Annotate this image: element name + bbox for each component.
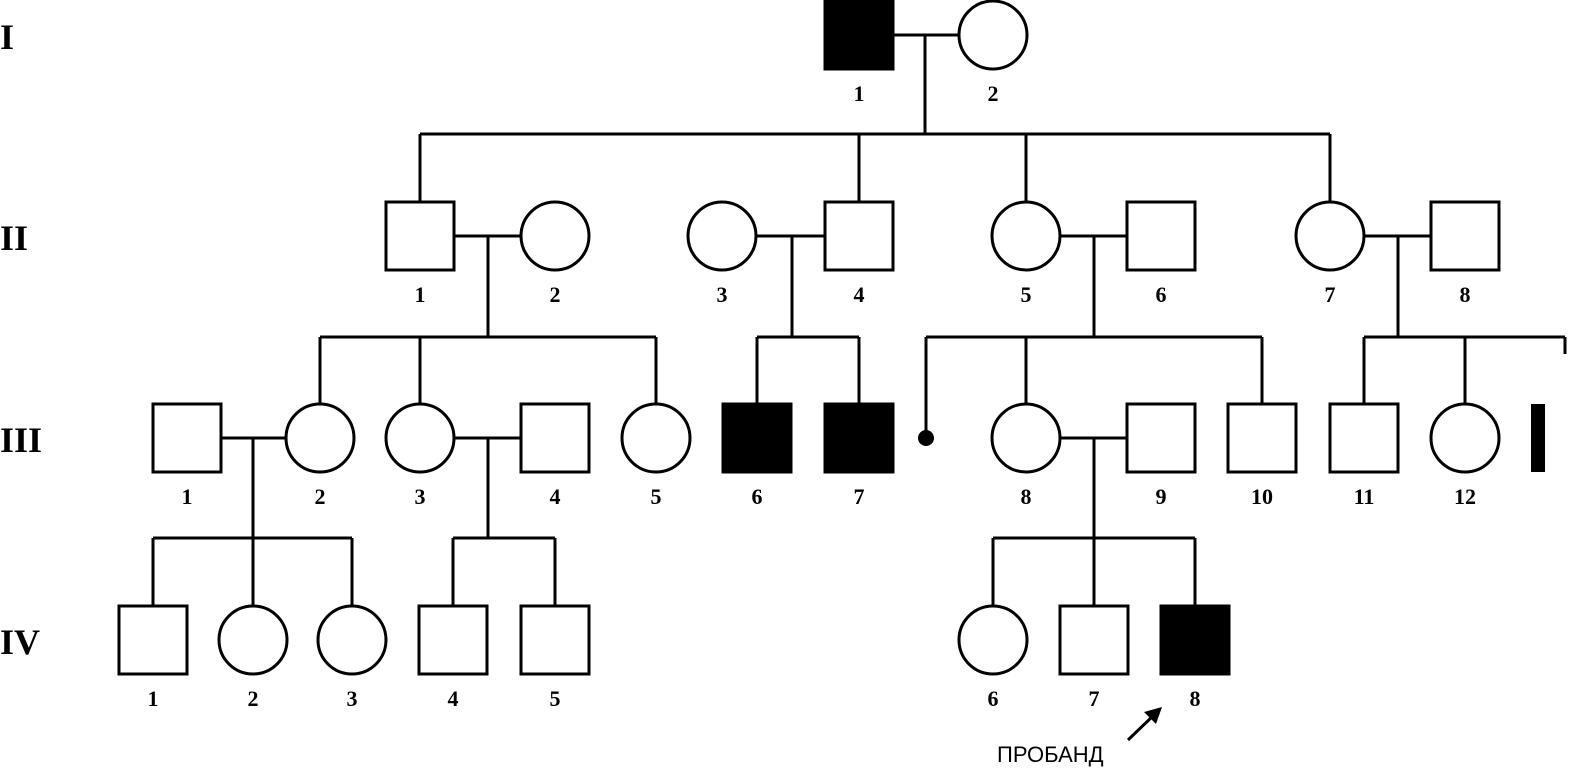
individual-number: 6 [752,484,763,509]
generation-label-ii: II [0,218,28,258]
male-square-iii-6 [721,402,793,474]
individual-number: 3 [347,686,358,711]
male-square-iv-7 [1058,604,1130,676]
female-circle-ii-2 [519,200,591,272]
individual-symbols [117,0,1545,676]
generation-label-iv: IV [0,622,40,662]
male-square-iii-9 [1125,402,1197,474]
generation-label-i: I [0,17,14,57]
individual-number: 2 [988,81,999,106]
individual-number: 5 [550,686,561,711]
male-square-ii-4 [823,200,895,272]
male-square-iii-10 [1226,402,1298,474]
male-square-iii-4 [519,402,591,474]
individual-number: 4 [448,686,459,711]
female-circle-iii-5 [620,402,692,474]
individual-number: 6 [988,686,999,711]
female-circle-iv-6 [957,604,1029,676]
individual-number: 2 [315,484,326,509]
male-square-ii-6 [1125,200,1197,272]
male-square-iii-11 [1328,402,1400,474]
individual-number: 6 [1156,282,1167,307]
male-square-iii-1 [151,402,223,474]
individual-number: 2 [550,282,561,307]
cropped-affected-symbol [1531,404,1545,472]
individual-number: 7 [1089,686,1100,711]
male-square-iv-5 [519,604,591,676]
male-square-iv-8 [1159,604,1231,676]
deceased-infant-dot [918,430,934,446]
individual-number: 7 [1325,282,1336,307]
female-circle-iii-3 [384,402,456,474]
individual-number: 1 [182,484,193,509]
individual-number: 10 [1251,484,1273,509]
generation-label-iii: III [0,420,42,460]
male-square-iv-4 [417,604,489,676]
female-circle-i-2 [957,0,1029,71]
individual-number: 2 [248,686,259,711]
individual-number: 8 [1460,282,1471,307]
female-circle-iv-3 [316,604,388,676]
individual-number: 12 [1454,484,1476,509]
individual-number: 4 [854,282,865,307]
individual-number: 11 [1354,484,1375,509]
female-circle-iii-12 [1429,402,1501,474]
individual-number: 8 [1021,484,1032,509]
female-circle-ii-3 [686,200,758,272]
individual-number: 4 [550,484,561,509]
female-circle-iv-2 [217,604,289,676]
individual-number: 8 [1190,686,1201,711]
connection-lines [151,33,1567,606]
proband-marker: ПРОБАНД [997,707,1162,767]
individual-number: 1 [148,686,159,711]
individual-number: 7 [854,484,865,509]
individual-number: 5 [1021,282,1032,307]
individual-number: 3 [717,282,728,307]
female-circle-iii-2 [284,402,356,474]
male-square-ii-8 [1429,200,1501,272]
individual-number: 3 [415,484,426,509]
male-square-i-1 [823,0,895,71]
male-square-iv-1 [117,604,189,676]
individual-number: 1 [854,81,865,106]
female-circle-ii-7 [1294,200,1366,272]
individual-number: 5 [651,484,662,509]
proband-arrow-head [1144,707,1162,724]
male-square-ii-1 [384,200,456,272]
individual-number: 1 [415,282,426,307]
female-circle-ii-5 [990,200,1062,272]
individual-number: 9 [1156,484,1167,509]
proband-label: ПРОБАНД [997,742,1104,767]
male-square-iii-7 [823,402,895,474]
female-circle-iii-8 [990,402,1062,474]
